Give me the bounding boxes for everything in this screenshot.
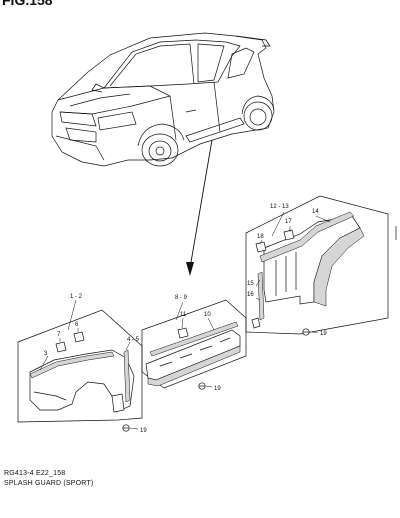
callout-15: 15 — [247, 281, 254, 287]
callout-19-rear: 19 — [320, 331, 327, 337]
callout-4-5: 4 - 5 — [127, 337, 140, 343]
callout-8-9: 8 - 9 — [175, 295, 188, 301]
leader-arrowhead — [186, 262, 194, 276]
rear-moulding-strip — [259, 211, 355, 263]
clip-7-icon — [55, 341, 67, 353]
callout-11: 11 — [180, 312, 187, 318]
group-box-front — [17, 309, 143, 423]
callout-18: 18 — [257, 234, 264, 240]
callout-16: 16 — [247, 292, 254, 298]
figure-label: FIG.158 — [2, 0, 53, 8]
callout-19-front: 19 — [140, 428, 147, 434]
clip-17-icon — [283, 229, 295, 241]
callout-19-sill: 19 — [214, 386, 221, 392]
clip-18-icon — [255, 241, 267, 253]
leader-line-car-to-parts — [189, 139, 213, 269]
callout-leader-lines — [39, 211, 331, 430]
callout-7: 7 — [57, 332, 61, 338]
clip-11-icon — [177, 327, 189, 339]
callout-6: 6 — [75, 322, 79, 328]
front-vertical-strip — [123, 349, 131, 403]
vehicle-illustration — [51, 32, 275, 167]
callout-17: 17 — [285, 219, 292, 225]
screw-19-icon — [122, 424, 130, 432]
clip-6-icon — [73, 331, 85, 343]
screw-19-icon — [198, 382, 206, 390]
callout-1-2: 1 - 2 — [70, 294, 83, 300]
callout-10: 10 — [204, 312, 211, 318]
callout-12-13: 12 - 13 — [270, 204, 289, 210]
drawing-title: SPLASH GUARD (SPORT) — [4, 480, 94, 487]
callout-3: 3 — [44, 351, 48, 357]
rear-vertical-strip — [257, 271, 265, 321]
screw-19-icon — [302, 328, 310, 336]
sill-moulding-strip — [149, 321, 239, 357]
rear-splash-guard-group — [245, 195, 389, 335]
front-splash-guard-group — [17, 309, 143, 423]
side-sill-splash-guard-group — [141, 299, 247, 389]
callout-14: 14 — [312, 209, 319, 215]
drawing-code: RG413-4 E22_158 — [4, 470, 66, 477]
